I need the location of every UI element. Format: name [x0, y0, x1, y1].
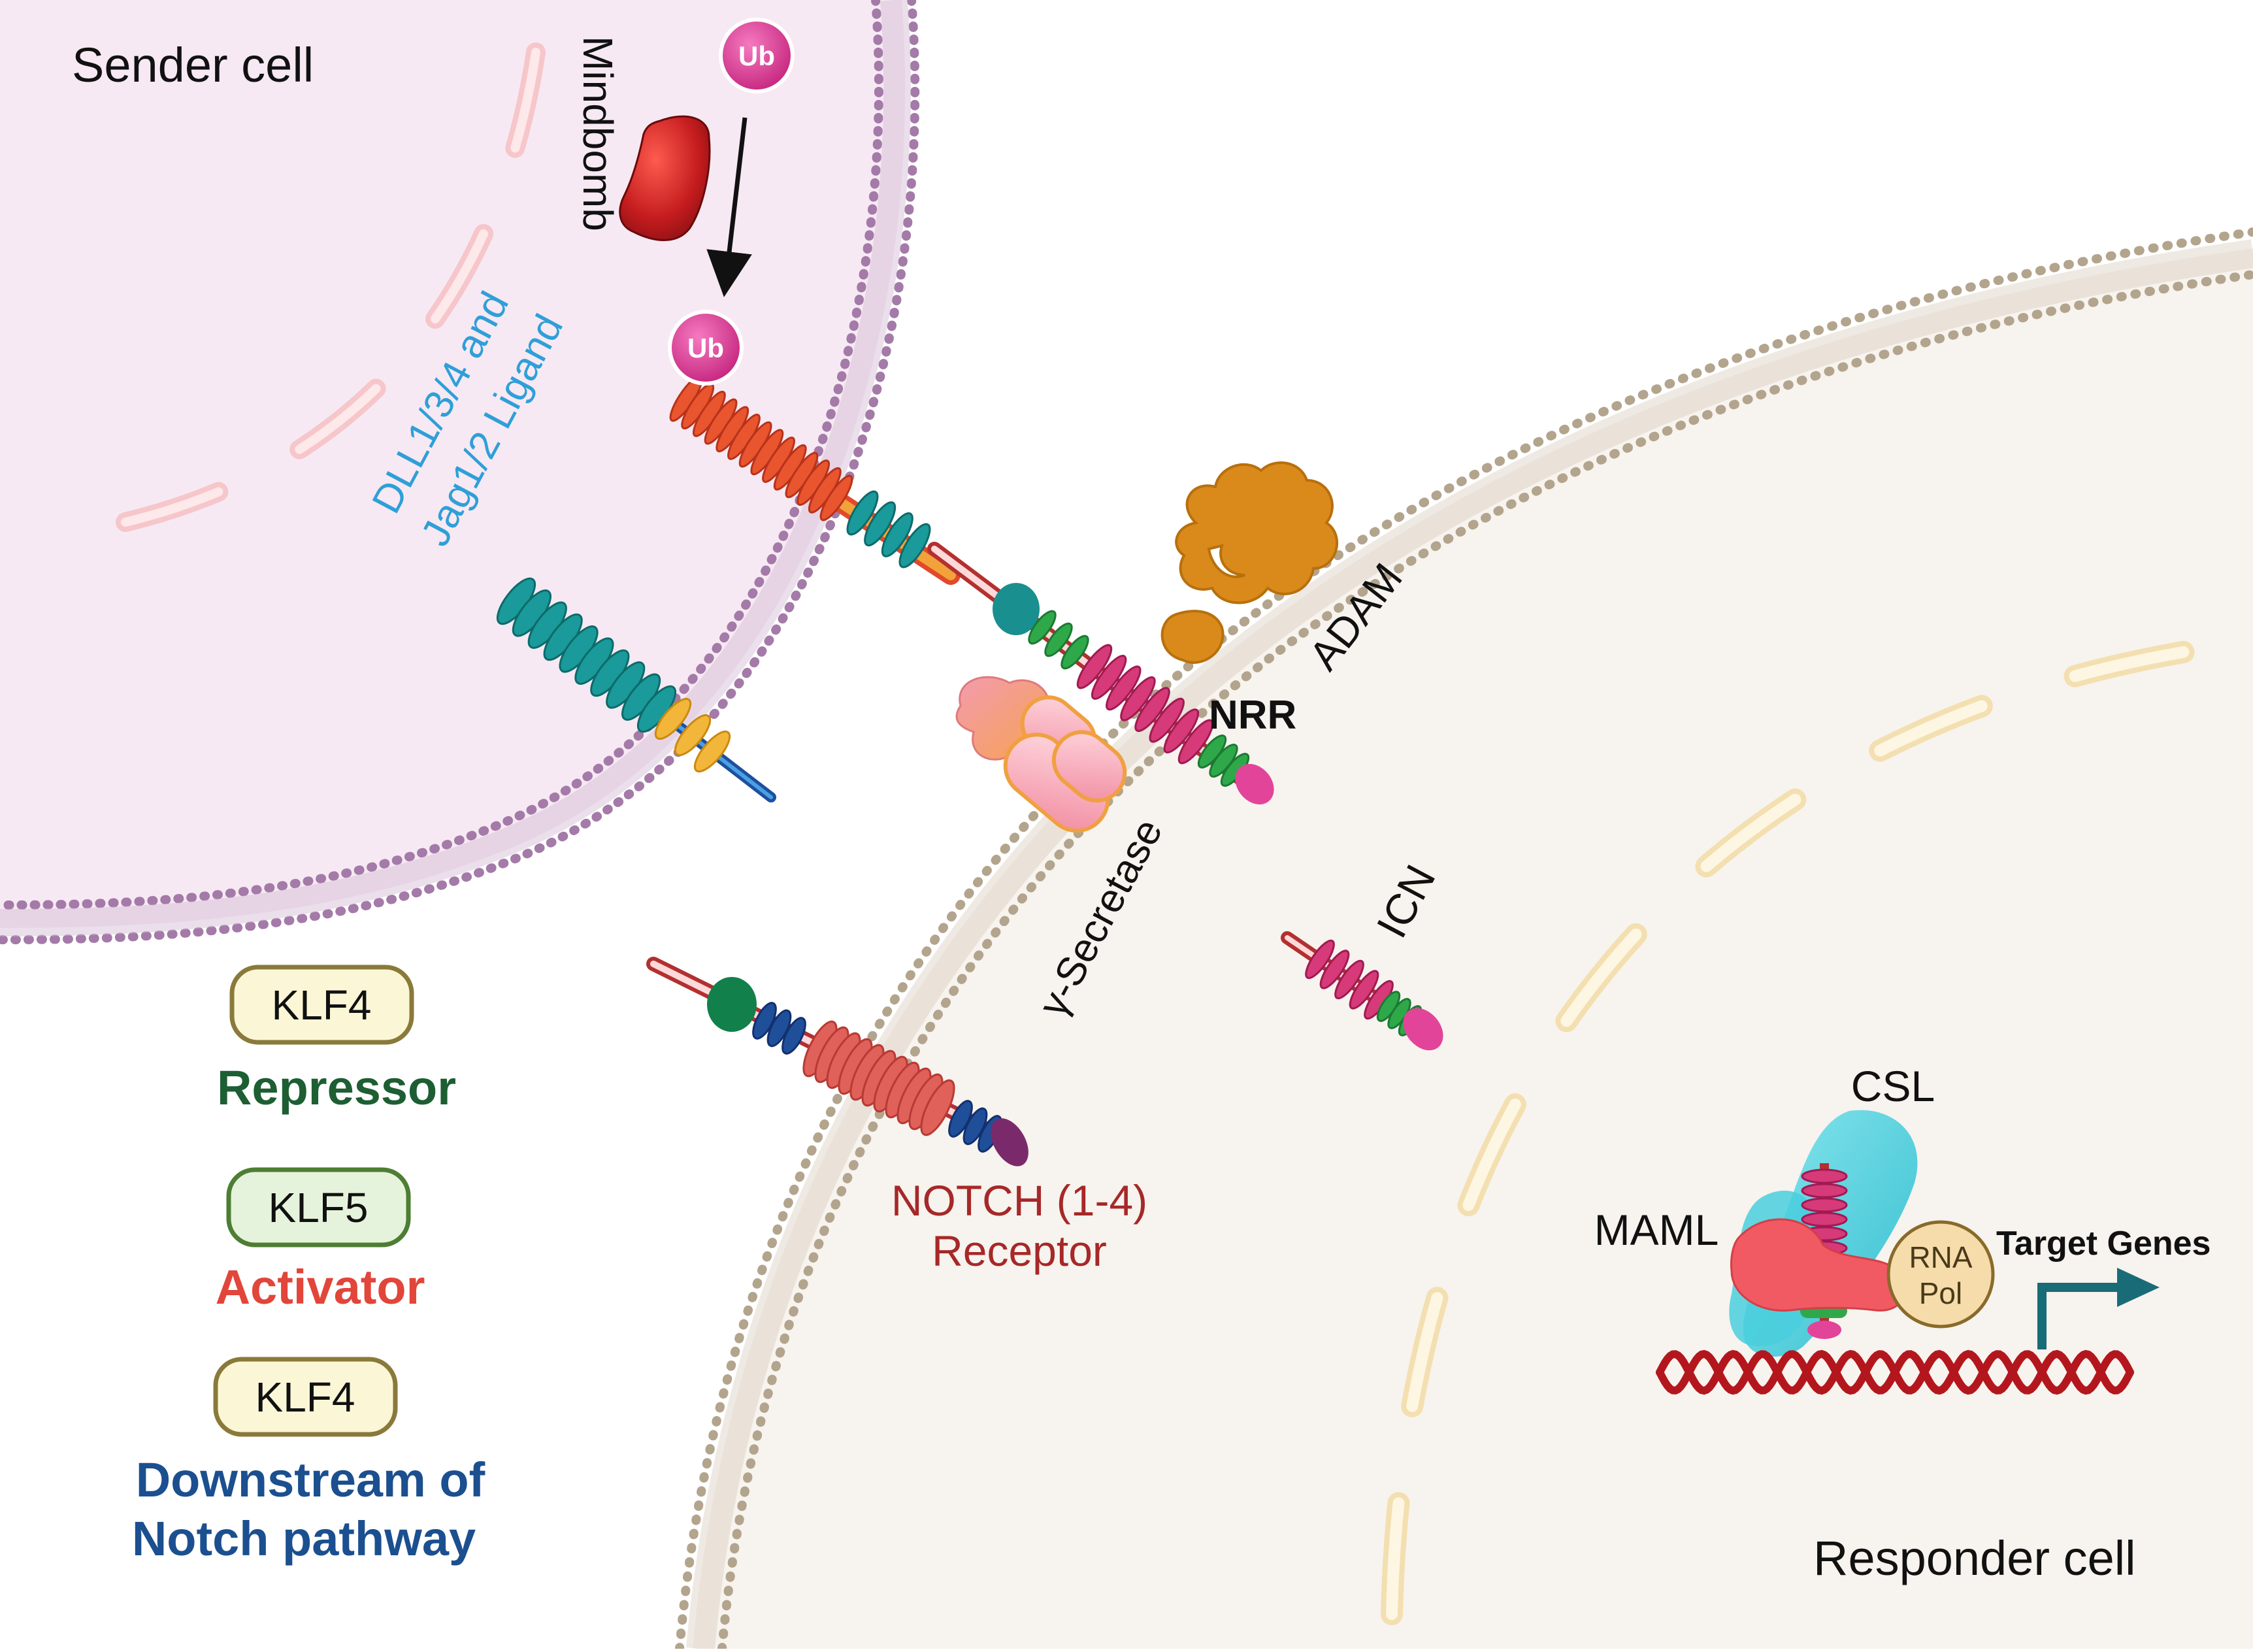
ligand-egf-repeat [819, 474, 853, 521]
sender-receptor-domain [674, 714, 712, 757]
responder-membrane-core [686, 239, 2253, 1650]
nuclear-icn-repeat [1801, 1183, 1848, 1198]
nuclear-icn-repeat [1801, 1197, 1848, 1213]
ubiquitination-arrow [706, 117, 752, 297]
mindbomb-label: Mindbomb [574, 36, 621, 231]
legend-role-2: Activator [216, 1260, 425, 1314]
sender-cell-label: Sender cell [72, 38, 314, 92]
target-genes-label: Target Genes [1996, 1225, 2211, 1263]
ligand-dsl-domain [898, 523, 931, 569]
sender-membrane-inner [0, 0, 883, 910]
ligand-dsl-domain [864, 501, 896, 547]
icn-repeat [1334, 959, 1364, 1000]
mindbomb-protein [619, 115, 711, 241]
icn-repeat [1319, 950, 1350, 989]
sender-receptor-domain [654, 697, 692, 740]
nuclear-icn-repeat [1801, 1212, 1848, 1227]
notch-label-line1: NOTCH (1-4) [891, 1176, 1147, 1225]
ub-bottom-circle [668, 310, 744, 386]
rna-pol-circle [1886, 1220, 1995, 1329]
notch-egf-repeat [1163, 708, 1200, 753]
notch-egf-repeat [1120, 676, 1156, 721]
nuclear-icn-repeat [1801, 1168, 1848, 1184]
legend-badge-2 [226, 1167, 411, 1247]
legend-badge-1 [229, 965, 414, 1045]
notch-egf-repeat [1106, 665, 1142, 711]
notch-egf-repeat [1091, 655, 1127, 700]
icn-fragment [1281, 931, 1443, 1051]
rna-pol-label-line2: Pol [1919, 1276, 1962, 1310]
icn-repeat [1305, 939, 1335, 980]
responder-membrane-outer [675, 227, 2253, 1652]
nrr-label: NRR [1209, 693, 1296, 738]
csl-label: CSL [1851, 1062, 1935, 1110]
ligand-dsl-domain [881, 512, 913, 557]
responder-cell-label: Responder cell [1813, 1531, 2136, 1585]
free-notch-egf-repeat [920, 1079, 955, 1136]
sender-membrane-core [0, 0, 911, 936]
legend-badge-3 [213, 1357, 398, 1437]
sender-membrane-outer [0, 0, 920, 944]
legend-badge-3-label: KLF4 [255, 1374, 355, 1421]
rna-pol-label-line1: RNA [1909, 1240, 1972, 1274]
maml-protein [1730, 1218, 1907, 1312]
notch-lnr-domain [1028, 610, 1057, 645]
responder-nucleus-envelope-inner [1386, 641, 2221, 1620]
notch-egf-repeat [1177, 719, 1214, 765]
ub-top-circle [719, 18, 795, 93]
dna-strand-b [1656, 1349, 2134, 1395]
maml-label: MAML [1594, 1206, 1719, 1254]
notch-receptor-free [646, 957, 1028, 1166]
sender-teal-receptor [496, 577, 776, 802]
notch-egf-repeat [1149, 697, 1185, 743]
ub-bottom-label: Ub [687, 333, 724, 363]
dna-helix [1656, 1349, 2134, 1395]
ligand-protein [669, 375, 961, 585]
ligand-dsl-domain [846, 490, 879, 536]
free-notch-domain [781, 1017, 806, 1055]
sender-nucleus-envelope-inner [48, 48, 540, 540]
legend-role-3-line2: Notch pathway [132, 1512, 476, 1566]
notch-egf-repeat [1076, 644, 1113, 689]
notch-receptor-engaged [927, 542, 1274, 804]
legend-badge-2-label: KLF5 [269, 1184, 369, 1231]
notch-lnr-domain [1061, 635, 1089, 670]
gamma-secretase-complex [955, 676, 1127, 833]
icn-repeat [1349, 970, 1379, 1010]
notch-egf-repeat [1134, 687, 1170, 733]
legend-role-1: Repressor [217, 1061, 456, 1115]
ub-top-label: Ub [738, 41, 775, 71]
responder-membrane-inner [717, 270, 2253, 1652]
adam-lobe [1160, 610, 1225, 664]
adam-protease [1175, 461, 1338, 604]
legend-badge-1-label: KLF4 [272, 982, 372, 1029]
transcription-start-arrow [2037, 1283, 2120, 1349]
legend-role-3-line1: Downstream of [136, 1453, 485, 1507]
notch-lnr-domain [1044, 622, 1073, 657]
notch-label-line2: Receptor [932, 1227, 1107, 1275]
transcription-arrow-head [2117, 1268, 2160, 1307]
legend: KLF4 Repressor KLF5 Activator KLF4 Downs… [132, 965, 485, 1566]
sender-receptor-domain [693, 730, 731, 773]
